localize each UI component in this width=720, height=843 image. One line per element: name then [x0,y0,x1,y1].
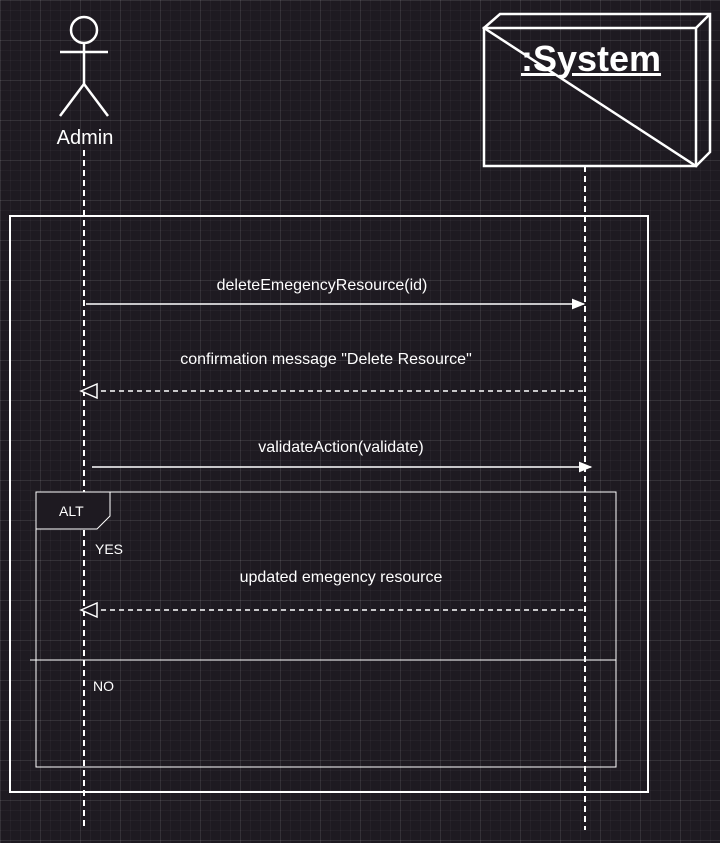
confirmation-return-arrow [79,382,583,400]
alt-operator-label: ALT [59,503,84,519]
confirmation-label: confirmation message "Delete Resource" [180,351,472,368]
alt-fragment-frame [35,491,617,768]
outer-frame [9,215,649,793]
delete-call-label: deleteEmegencyResource(id) [216,277,428,294]
updated-return-arrow [79,601,583,619]
alt-operator-tab [35,491,111,530]
admin-actor-icon [59,15,109,117]
validate-call-label: validateAction(validate) [258,439,424,456]
guard-no-label: NO [93,678,114,694]
system-node-box [481,12,712,168]
admin-actor-label: Admin [56,127,114,149]
system-title: :System [520,38,662,79]
guard-yes-label: YES [95,541,124,557]
updated-label: updated emegency resource [239,569,443,586]
